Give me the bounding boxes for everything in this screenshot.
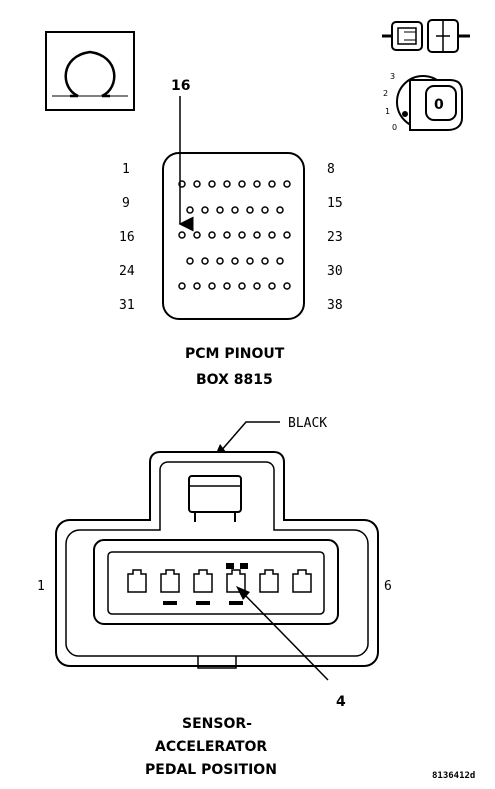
pcm-pin-cavity: [223, 282, 231, 290]
pcm-row-label-23: 23: [327, 230, 343, 245]
pcm-row-label-24: 24: [119, 264, 135, 279]
pcm-pin-cavity: [283, 180, 291, 188]
app-terminal-cavity: [226, 569, 246, 605]
pcm-pin-cavity: [208, 231, 216, 239]
pcm-pin-cavity: [193, 180, 201, 188]
pcm-pin-cavity: [276, 206, 284, 214]
pcm-row-label-15: 15: [327, 196, 343, 211]
disconnect-connector-icon: [382, 19, 470, 53]
pcm-row-label-38: 38: [327, 298, 343, 313]
pcm-row-label-30: 30: [327, 264, 343, 279]
pcm-pin-cavity: [186, 206, 194, 214]
pcm-pin-cavity: [223, 231, 231, 239]
pcm-row-label-9: 9: [122, 196, 130, 211]
ignition-position-2: 2: [383, 89, 388, 98]
pcm-pin-cavity: [223, 180, 231, 188]
app-terminal-cavity: [193, 569, 213, 605]
connector-color-label: BLACK: [288, 416, 327, 431]
pcm-pin-cavity: [216, 206, 224, 214]
app-callout-leader: [243, 593, 329, 681]
pcm-pin-cavity: [268, 231, 276, 239]
ignition-switch-icon: 3 2 1 0 0: [383, 72, 463, 132]
ignition-position-3: 3: [390, 72, 395, 81]
pcm-pin-cavity: [178, 282, 186, 290]
pcm-pin-cavity: [246, 257, 254, 265]
pcm-pin-cavity: [231, 206, 239, 214]
pcm-pin-cavity: [261, 206, 269, 214]
pcm-pin-cavity: [193, 282, 201, 290]
pcm-pin-cavity: [283, 231, 291, 239]
pcm-pin-cavity: [238, 180, 246, 188]
app-callout-pin-number: 4: [336, 694, 346, 710]
pcm-pin-grid: [178, 180, 291, 290]
pcm-caption-line-2: BOX 8815: [196, 372, 273, 388]
ignition-position-0: 0: [392, 123, 397, 132]
pcm-pin-cavity: [216, 257, 224, 265]
app-terminal-cavity: [160, 569, 180, 605]
ohmmeter-symbol: [45, 31, 135, 111]
pcm-pin-cavity: [261, 257, 269, 265]
pcm-row-label-31: 31: [119, 298, 135, 313]
pcm-pin-cavity: [201, 206, 209, 214]
ignition-key-label: 0: [434, 97, 444, 113]
pcm-row-label-1: 1: [122, 162, 130, 177]
pcm-row-label-8: 8: [327, 162, 335, 177]
app-caption-line-3: PEDAL POSITION: [145, 762, 277, 778]
pcm-pin-cavity: [178, 231, 186, 239]
pcm-pin-cavity: [186, 257, 194, 265]
pcm-connector: 1 9 16 24 31 8 15 23 30 38: [119, 152, 343, 320]
app-caption-line-2: ACCELERATOR: [155, 739, 267, 755]
connector-pin-label-6: 6: [384, 579, 392, 594]
pcm-pin-cavity: [238, 231, 246, 239]
pcm-pin-cavity: [253, 231, 261, 239]
pcm-pin-cavity: [231, 257, 239, 265]
pcm-pin-cavity: [268, 180, 276, 188]
connector-pin-label-1: 1: [37, 579, 45, 594]
pcm-pin-cavity: [253, 180, 261, 188]
pcm-caption-line-1: PCM PINOUT: [185, 346, 285, 362]
app-sensor-connector: [55, 451, 379, 669]
app-terminal-cavity: [127, 569, 147, 593]
app-terminal-row: [127, 569, 312, 605]
pcm-pin-cavity: [276, 257, 284, 265]
figure-code: 8136412d: [432, 771, 475, 781]
pcm-pin-cavity: [283, 282, 291, 290]
pcm-pin-cavity: [238, 282, 246, 290]
app-callout-arrowhead: [236, 586, 250, 600]
app-caption-line-1: SENSOR-: [182, 716, 252, 732]
pcm-callout-pin-number: 16: [171, 78, 190, 94]
ignition-position-1: 1: [385, 107, 390, 116]
app-terminal-cavity: [259, 569, 279, 593]
pcm-pin-cavity: [208, 180, 216, 188]
color-callout-leader: [219, 421, 280, 453]
pcm-row-label-16: 16: [119, 230, 135, 245]
pcm-pin-cavity: [246, 206, 254, 214]
pcm-pin-cavity: [253, 282, 261, 290]
pcm-pin-cavity: [268, 282, 276, 290]
pcm-pin-cavity: [201, 257, 209, 265]
pcm-pin-cavity: [193, 231, 201, 239]
pcm-pin-cavity: [208, 282, 216, 290]
app-terminal-cavity: [292, 569, 312, 593]
omega-icon: [64, 50, 116, 98]
